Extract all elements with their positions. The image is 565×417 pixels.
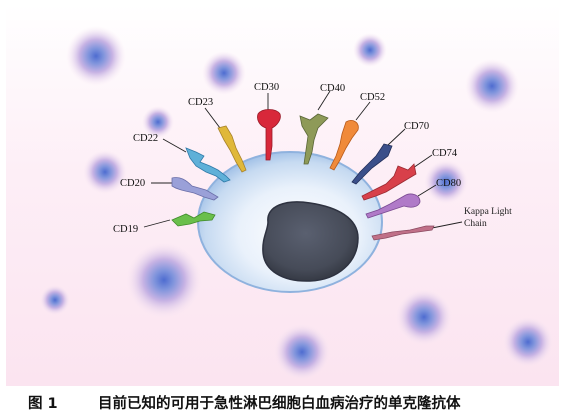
cell-nucleus: [262, 201, 359, 282]
lymphoblast-cell: [197, 151, 383, 293]
cd30-marker: CD30: [254, 82, 281, 161]
cd40-pointer-line: [317, 90, 331, 111]
cd80-antigen-icon: [365, 193, 421, 219]
background-cell: [40, 285, 70, 315]
cd52-label: CD52: [360, 92, 385, 103]
cd74-antigen-icon: [361, 163, 417, 201]
cd40-antigen-icon: [299, 113, 329, 165]
cd20-marker: CD20: [120, 177, 219, 201]
background-cell: [66, 26, 126, 86]
kappa-label-line1: Kappa Light: [464, 207, 512, 217]
cd52-pointer-line: [355, 101, 371, 121]
background-cell: [83, 150, 127, 194]
cd22-marker: CD22: [133, 133, 231, 183]
cd22-pointer-line: [162, 138, 187, 153]
cd74-label: CD74: [432, 148, 458, 159]
cd70-label: CD70: [404, 121, 429, 132]
background-cell: [424, 160, 468, 204]
cd20-label: CD20: [120, 178, 145, 189]
kappa-light-chain-icon: [371, 225, 435, 241]
background-cell: [274, 324, 330, 380]
background-cell: [142, 106, 174, 138]
cd40-marker: CD40: [299, 83, 345, 165]
cd70-antigen-icon: [351, 143, 393, 185]
cd52-antigen-icon: [329, 120, 359, 171]
kappa-label-line2: Chain: [464, 219, 487, 229]
kappa-pointer-line: [431, 221, 463, 229]
cd19-label: CD19: [113, 224, 138, 235]
background-cell: [465, 59, 519, 113]
figure-caption: 图 1 目前已知的可用于急性淋巴细胞白血病治疗的单克隆抗体: [0, 392, 565, 416]
background-cell: [202, 51, 246, 95]
cd70-pointer-line: [387, 128, 406, 146]
cd23-antigen-icon: [217, 125, 247, 173]
cd40-label: CD40: [320, 83, 345, 94]
background-cell: [353, 33, 387, 67]
lymphoblast-antigen-diagram: CD19 CD20 CD22 CD23 CD30 CD40 CD52: [6, 4, 559, 386]
background-cell: [126, 242, 202, 318]
cd20-antigen-icon: [171, 177, 219, 201]
background-cell: [503, 317, 553, 367]
cd30-antigen-icon: [257, 109, 281, 161]
caption-text: 目前已知的可用于急性淋巴细胞白血病治疗的单克隆抗体: [98, 396, 461, 412]
figure-number: 图 1: [28, 396, 58, 412]
cd23-label: CD23: [188, 97, 213, 108]
cd30-label: CD30: [254, 82, 279, 93]
cd52-marker: CD52: [329, 92, 385, 171]
cd74-marker: CD74: [361, 148, 458, 201]
cd19-marker: CD19: [113, 211, 216, 235]
cd23-pointer-line: [204, 107, 221, 129]
cd80-pointer-line: [417, 184, 437, 197]
cd19-antigen-icon: [171, 211, 216, 227]
cd22-label: CD22: [133, 133, 158, 144]
background-cell: [396, 289, 452, 345]
cd23-marker: CD23: [188, 97, 247, 173]
cd19-pointer-line: [143, 219, 171, 228]
kappa-light-chain-marker: Kappa Light Chain: [371, 207, 512, 241]
cd70-marker: CD70: [351, 121, 429, 185]
cd80-label: CD80: [436, 178, 461, 189]
cd80-marker: CD80: [365, 178, 461, 219]
cd22-antigen-icon: [185, 147, 231, 183]
background-cells: [40, 26, 553, 380]
